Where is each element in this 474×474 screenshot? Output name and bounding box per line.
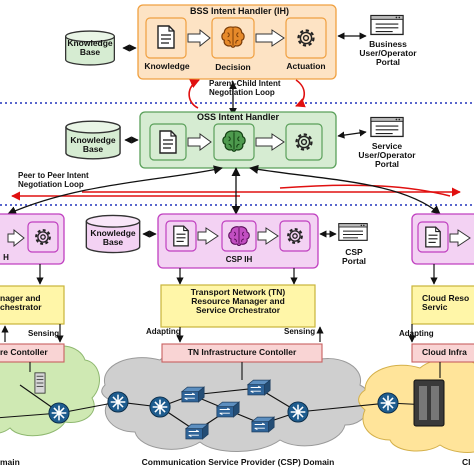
server-icon	[34, 372, 46, 394]
left-infra-box	[0, 343, 65, 363]
router-icon	[107, 391, 129, 413]
csp-decision-tile	[221, 220, 257, 252]
right-infra-box	[411, 343, 474, 363]
document-icon	[157, 25, 175, 49]
bss-actuation-tile	[285, 17, 327, 59]
oss-actuation-tile	[285, 123, 323, 161]
document-icon	[159, 130, 177, 154]
tn-manager-box	[160, 284, 316, 328]
switch-icon	[181, 386, 205, 403]
csp-flow-arrows	[197, 227, 279, 245]
csp-domain-label: Communication Service Provider (CSP) Dom…	[141, 457, 335, 467]
left-sensing-label: Sensing	[28, 329, 60, 338]
server-rack-icon	[413, 379, 445, 427]
left-infra-label: re Contoller	[0, 347, 48, 357]
oss-title: OSS Intent Handler	[196, 112, 279, 122]
ih-to-manager-links	[36, 264, 438, 285]
csp-ih-label: CSP IH	[225, 255, 253, 264]
tn-manager-label: Transport Network (TN)Resource Manager a…	[190, 287, 286, 316]
csp-sensing-label: Sensing	[284, 327, 316, 336]
left-ih-gear-tile	[27, 221, 59, 253]
portal-window-icon	[370, 116, 404, 138]
brain-icon	[228, 226, 250, 247]
csp-knowledge-tile	[165, 220, 197, 252]
bss-knowledge-label: Knowledge	[144, 61, 190, 71]
bss-flow-arrows	[187, 28, 285, 48]
switch-icon	[185, 423, 209, 440]
network-devices	[34, 372, 445, 440]
brain-icon	[221, 26, 245, 48]
portal-window-icon	[370, 14, 404, 36]
oss-flow-arrows	[187, 133, 285, 151]
oss-knowledge-tile	[149, 123, 187, 161]
tn-infra-label: TN Infrastructure Contoller	[187, 347, 297, 357]
router-icon	[287, 401, 309, 423]
right-manager-box	[411, 285, 474, 325]
adapt-sense-links	[1, 324, 416, 343]
bss-knowledge-tile	[145, 17, 187, 59]
brain-icon	[222, 130, 246, 152]
left-manager-box	[0, 285, 65, 325]
router-icon	[377, 392, 399, 414]
bss-title: BSS Intent Handler (IH)	[190, 6, 290, 16]
switch-icon	[251, 416, 275, 433]
parent-child-loop	[188, 79, 306, 116]
router-icon	[149, 396, 171, 418]
oss-decision-tile	[213, 123, 255, 161]
right-adapting-label: Adapting	[399, 329, 434, 338]
bss-decision-label: Decision	[215, 62, 251, 72]
bss-actuation-label: Actuation	[286, 61, 326, 71]
document-icon	[425, 226, 441, 248]
portal-window-icon	[338, 223, 368, 241]
left-domain-label: main	[0, 457, 20, 467]
switch-icon	[216, 401, 240, 418]
csp-adapting-label: Adapting	[146, 327, 181, 336]
right-domain-label: Cl	[462, 457, 471, 467]
right-ih-doc-tile	[417, 221, 449, 253]
bss-decision-tile	[211, 17, 255, 59]
right-infra-label: Cloud Infra	[422, 347, 467, 357]
csp-actuation-tile	[279, 220, 311, 252]
document-icon	[173, 225, 189, 247]
oss-to-domain-links	[7, 164, 441, 215]
router-icon	[48, 402, 70, 424]
left-ih-label: H	[3, 253, 9, 262]
switch-icon	[247, 379, 271, 396]
infra-to-network-links	[29, 362, 441, 380]
